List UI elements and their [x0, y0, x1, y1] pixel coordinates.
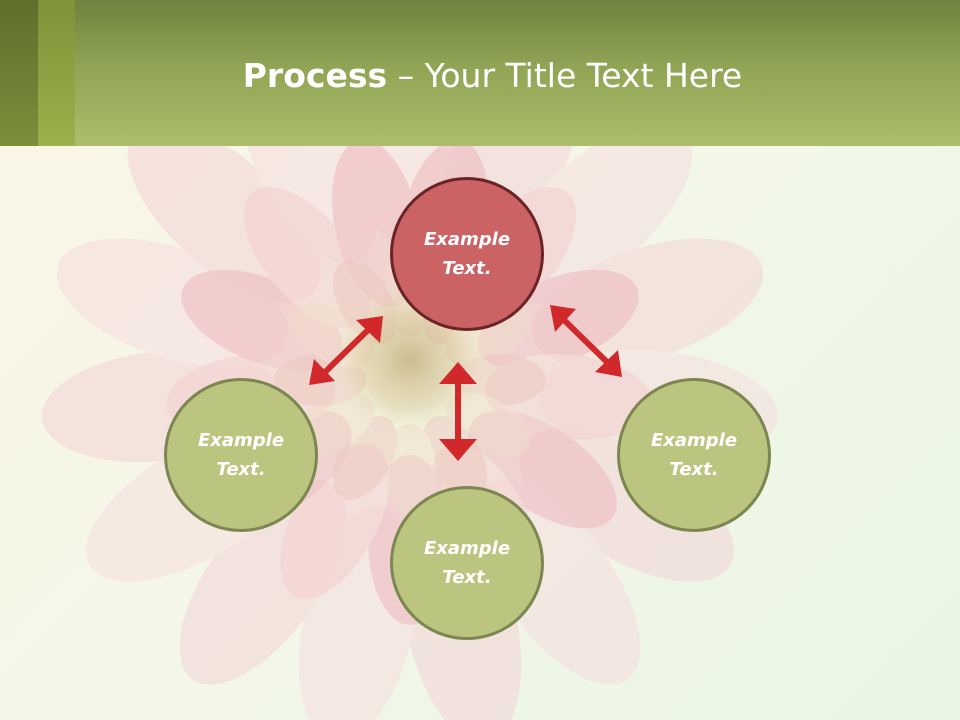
node-right-line1: Example — [650, 430, 738, 451]
node-bottom-label: Example Text. — [412, 534, 522, 592]
node-right-line2: Text. — [669, 459, 719, 480]
banner-accent-dark — [0, 0, 38, 146]
node-top-label: Example Text. — [412, 225, 522, 283]
title-regular-part: – Your Title Text Here — [387, 56, 743, 95]
node-left-line2: Text. — [216, 459, 266, 480]
node-top-line2: Text. — [442, 258, 492, 279]
banner-accent-light — [38, 0, 75, 146]
process-node-left[interactable]: Example Text. — [164, 378, 318, 532]
node-right-label: Example Text. — [639, 426, 749, 484]
process-node-bottom[interactable]: Example Text. — [390, 486, 544, 640]
node-left-line1: Example — [197, 430, 285, 451]
node-left-label: Example Text. — [186, 426, 296, 484]
node-bottom-line1: Example — [423, 538, 511, 559]
title-bold-part: Process — [242, 56, 388, 95]
process-node-right[interactable]: Example Text. — [617, 378, 771, 532]
double-arrow-vertical[interactable] — [439, 362, 477, 461]
slide-title[interactable]: Process – Your Title Text Here — [75, 52, 910, 100]
double-arrow-top-right[interactable] — [550, 305, 622, 377]
node-top-line1: Example — [423, 229, 511, 250]
title-banner: Process – Your Title Text Here — [0, 0, 960, 146]
process-node-top[interactable]: Example Text. — [390, 177, 544, 331]
double-arrow-top-left[interactable] — [309, 316, 383, 385]
node-bottom-line2: Text. — [442, 567, 492, 588]
